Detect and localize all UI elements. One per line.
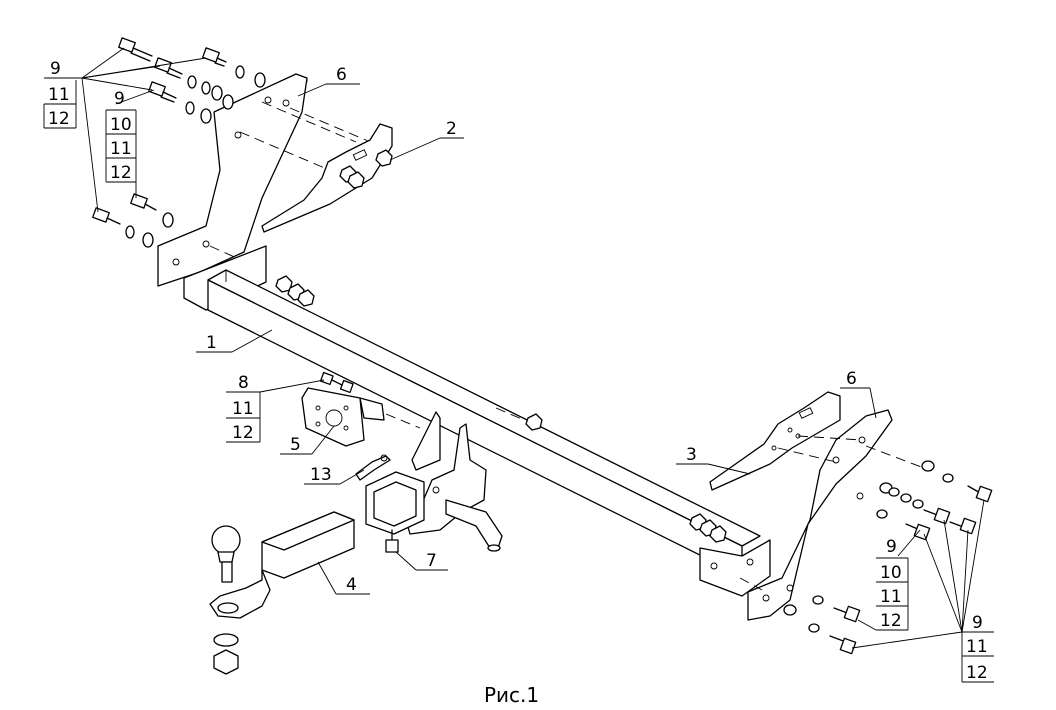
callout-label: 1	[206, 333, 217, 353]
washer-icon	[912, 499, 924, 509]
washer-icon	[808, 623, 820, 633]
washer-icon	[235, 65, 245, 79]
right-fasteners	[783, 460, 993, 655]
callout-label: 6	[336, 65, 347, 85]
bolt-icon	[833, 605, 861, 623]
washer-icon	[783, 604, 797, 616]
bolt-icon	[154, 57, 183, 79]
washer-icon	[185, 101, 195, 115]
right-bracket	[747, 409, 893, 621]
socket-plate	[301, 371, 421, 447]
callout-label: 2	[446, 119, 457, 139]
callout-label: 6	[846, 369, 857, 389]
callout-label: 11	[48, 85, 70, 105]
bolt-icon	[949, 517, 977, 535]
callout-label: 11	[232, 399, 254, 419]
callout-label: 9	[50, 59, 61, 79]
washer-icon	[213, 633, 239, 647]
washer-icon	[942, 473, 954, 483]
right-alignment-lines	[739, 435, 925, 591]
callout-label: 11	[110, 139, 132, 159]
callout-label: 12	[966, 663, 988, 683]
bolt-icon	[905, 523, 931, 541]
washer-icon	[222, 94, 234, 110]
left-fasteners	[92, 37, 266, 248]
callout-label: 12	[880, 611, 902, 631]
callout-label: 13	[310, 465, 332, 485]
callout-label: 8	[238, 373, 249, 393]
bolt-icon	[385, 529, 399, 553]
washer-icon	[812, 595, 824, 605]
callout-label: 10	[880, 563, 902, 583]
leader-lines	[43, 47, 994, 683]
bolt-icon	[202, 47, 227, 67]
nut-icon	[339, 149, 393, 189]
bolt-icon	[148, 81, 177, 103]
figure-caption: Рис.1	[484, 683, 539, 706]
bolt-icon	[923, 507, 951, 525]
washer-icon	[162, 212, 174, 228]
nut-icon	[213, 649, 239, 675]
callout-label: 9	[114, 89, 125, 109]
bolt-icon	[967, 485, 993, 503]
callout-label: 9	[886, 537, 897, 557]
callout-label: 9	[972, 613, 983, 633]
nut-icon	[275, 275, 727, 543]
callout-label: 5	[290, 435, 301, 455]
callout-label: 11	[880, 587, 902, 607]
washer-icon	[142, 232, 154, 248]
washer-icon	[900, 493, 912, 503]
callout-label: 12	[110, 163, 132, 183]
callout-label: 12	[48, 109, 70, 129]
washer-icon	[200, 108, 212, 124]
callout-labels: 9 11 12 9 10 11 12 6 2 1 8 11 12 5 13 4 …	[48, 59, 988, 683]
washer-icon	[888, 487, 900, 497]
bolt-icon	[118, 37, 153, 62]
callout-label: 7	[426, 551, 437, 571]
callout-label: 4	[346, 575, 357, 595]
receiver-assembly	[365, 411, 503, 552]
washer-icon	[201, 81, 211, 95]
right-plate	[709, 391, 841, 491]
callout-label: 10	[110, 115, 132, 135]
washer-icon	[876, 509, 888, 519]
callout-label: 11	[966, 637, 988, 657]
bolt-icon	[829, 635, 857, 655]
bolt-icon	[92, 207, 121, 225]
pin-clip	[355, 454, 391, 481]
callout-label: 3	[686, 445, 697, 465]
bolt-icon	[319, 371, 354, 394]
left-plate	[261, 123, 393, 233]
callout-label: 12	[232, 423, 254, 443]
washer-icon	[254, 72, 266, 88]
cross-beam	[183, 245, 771, 597]
washer-icon	[125, 225, 135, 239]
washer-icon	[187, 75, 197, 89]
bolt-icon	[130, 193, 157, 211]
washer-icon	[921, 460, 935, 472]
washer-icon	[211, 85, 223, 101]
ball-mount	[209, 511, 355, 675]
